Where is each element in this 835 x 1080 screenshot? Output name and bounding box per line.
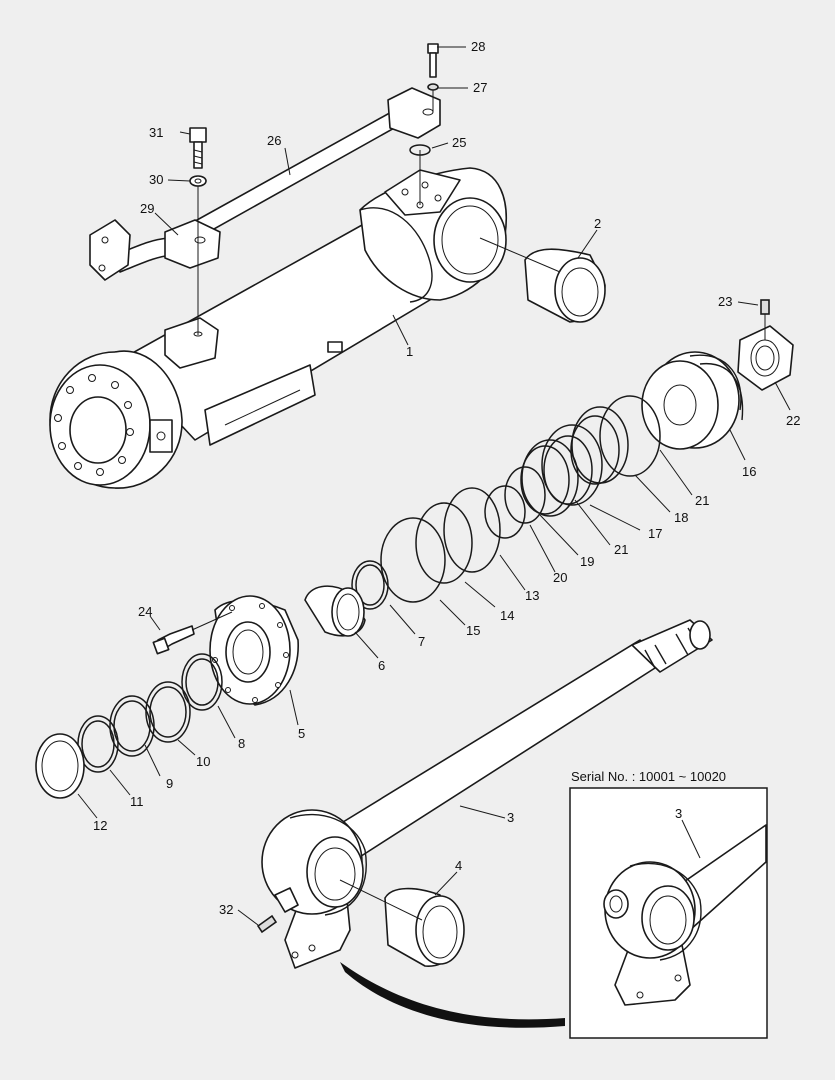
callout-6: 6 xyxy=(378,658,385,673)
callout-30: 30 xyxy=(149,172,163,187)
seal-rings xyxy=(351,395,661,610)
nut-22 xyxy=(737,325,794,391)
callout-7: 7 xyxy=(418,634,425,649)
bushing-4 xyxy=(339,879,465,967)
callout-12: 12 xyxy=(93,818,107,833)
callout-17: 17 xyxy=(648,526,662,541)
callout-8: 8 xyxy=(238,736,245,751)
callout-15: 15 xyxy=(466,623,480,638)
callout-27: 27 xyxy=(473,80,487,95)
callout-32: 32 xyxy=(219,902,233,917)
grease-nipple-32 xyxy=(256,914,278,934)
callout-19: 19 xyxy=(580,554,594,569)
callout-26: 26 xyxy=(267,133,281,148)
callout-2: 2 xyxy=(594,216,601,231)
rod-seal-rings xyxy=(35,653,223,799)
callout-9: 9 xyxy=(166,776,173,791)
inset-detail xyxy=(569,787,768,1039)
rod-cover-5 xyxy=(209,595,299,706)
callout-11: 11 xyxy=(130,794,144,809)
callout-10: 10 xyxy=(196,754,210,769)
callout-18: 18 xyxy=(674,510,688,525)
callout-24: 24 xyxy=(138,604,152,619)
callout-21-lower: 21 xyxy=(614,542,628,557)
callout-14: 14 xyxy=(500,608,514,623)
washer-30 xyxy=(189,175,207,187)
bolt-24 xyxy=(152,625,195,655)
piston-16 xyxy=(641,351,744,450)
callout-31: 31 xyxy=(149,125,163,140)
oring-25 xyxy=(409,144,431,156)
pipe-assembly xyxy=(89,87,441,281)
callout-21-upper: 21 xyxy=(695,493,709,508)
callout-25: 25 xyxy=(452,135,466,150)
callout-23: 23 xyxy=(718,294,732,309)
callout-16: 16 xyxy=(742,464,756,479)
inset-callout-3: 3 xyxy=(675,806,682,821)
callout-29: 29 xyxy=(140,201,154,216)
callout-1: 1 xyxy=(406,344,413,359)
callout-22: 22 xyxy=(786,413,800,428)
washer-27 xyxy=(427,83,439,91)
inset-title: Serial No. : 10001 ~ 10020 xyxy=(571,769,726,784)
bushing-6 xyxy=(304,585,366,637)
setscrew-23 xyxy=(760,299,770,315)
bolt-28 xyxy=(427,43,439,78)
cylinder-tube xyxy=(49,167,507,489)
leader-lines xyxy=(77,46,791,926)
piston-rod-3 xyxy=(261,619,713,969)
detail-arrow xyxy=(340,962,565,1028)
callout-labels: 1 2 3 4 5 6 7 8 9 10 11 12 13 14 15 16 1… xyxy=(93,39,800,917)
callout-4: 4 xyxy=(455,858,462,873)
bolt-31 xyxy=(189,127,207,169)
callout-3: 3 xyxy=(507,810,514,825)
callout-28: 28 xyxy=(471,39,485,54)
callout-13: 13 xyxy=(525,588,539,603)
bushing-2 xyxy=(479,237,606,323)
callout-20: 20 xyxy=(553,570,567,585)
callout-5: 5 xyxy=(298,726,305,741)
